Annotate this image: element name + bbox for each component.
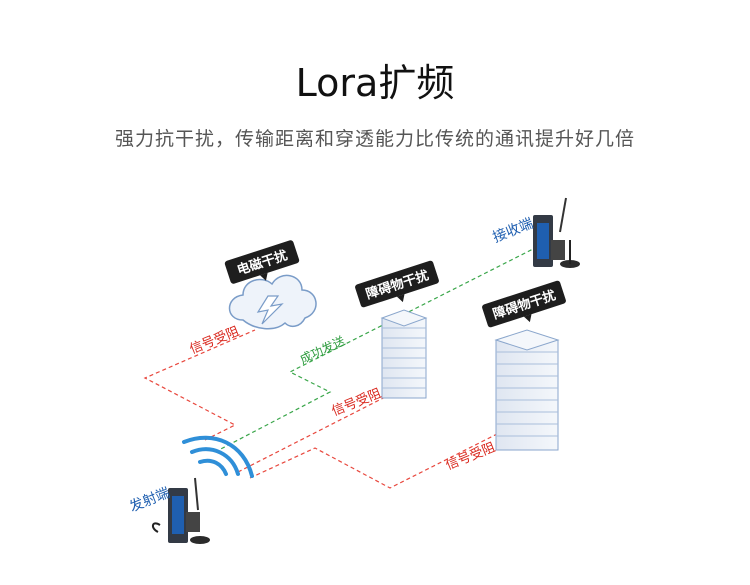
transmitter-label: 发射端 xyxy=(127,485,172,516)
server-stack-2 xyxy=(494,329,560,451)
page-subtitle: 强力抗干扰，传输距离和穿透能力比传统的通讯提升好几倍 xyxy=(114,128,635,150)
transmitter-device xyxy=(152,477,210,544)
receiver-device xyxy=(533,197,580,268)
signal-wave-icon xyxy=(182,435,254,478)
receiver-label: 接收端 xyxy=(490,215,535,246)
tag-obstacle-1: 障碍物干扰 xyxy=(355,260,439,308)
blocked-path-obstacle-2 xyxy=(249,429,506,489)
cloud-icon xyxy=(228,274,317,330)
tag-obstacle-2: 障碍物干扰 xyxy=(482,280,566,328)
server-stack-1 xyxy=(380,309,428,399)
lightning-icon xyxy=(256,295,284,325)
signal-paths xyxy=(143,247,536,489)
blocked-label-obstacle-2: 信号受阻 xyxy=(444,440,498,473)
blocked-label-obstacle-1: 信号受阻 xyxy=(330,386,384,419)
blocked-label-cloud: 信号受阻 xyxy=(188,324,242,357)
page-title: Lora扩频 xyxy=(295,61,455,105)
blocked-path-cloud xyxy=(143,329,256,441)
blocked-path-obstacle-1 xyxy=(237,391,396,473)
success-label: 成功发送 xyxy=(297,333,347,367)
success-path-receiver xyxy=(214,247,536,453)
